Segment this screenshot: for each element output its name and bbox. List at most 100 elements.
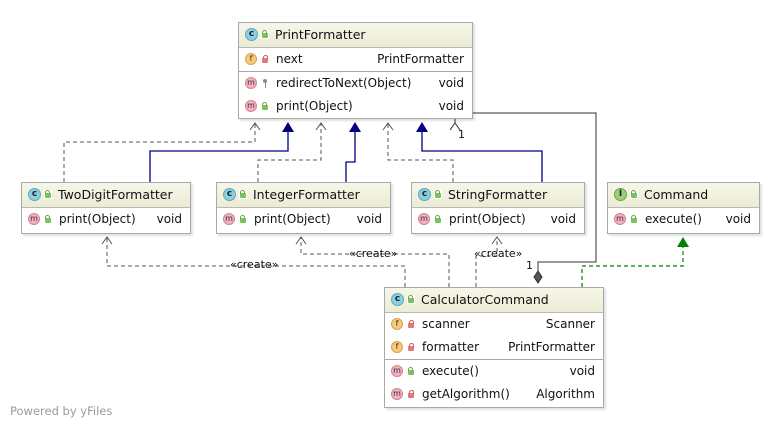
class-icon: c [391, 293, 404, 306]
arrowhead [491, 236, 503, 245]
public-icon [630, 215, 638, 224]
field-name: formatter [422, 340, 480, 354]
field-row[interactable]: f formatter PrintFormatter [385, 336, 603, 359]
method-icon: m [391, 388, 403, 400]
public-icon [407, 367, 415, 376]
watermark: Powered by yFiles [10, 404, 113, 418]
arrowhead [382, 122, 394, 131]
public-icon [44, 190, 52, 199]
arrowhead [249, 122, 261, 131]
method-name: execute() [422, 364, 479, 378]
class-calculator-command[interactable]: c CalculatorCommand f scanner Scanner f … [384, 287, 604, 408]
field-row[interactable]: f scanner Scanner [385, 313, 603, 336]
class-icon: c [223, 188, 236, 201]
method-row[interactable]: m print(Object) void [239, 95, 472, 118]
field-icon: f [391, 318, 403, 330]
interface-icon: I [614, 188, 627, 201]
class-icon: c [28, 188, 41, 201]
class-two-digit-formatter[interactable]: c TwoDigitFormatter m print(Object) void [21, 182, 191, 234]
class-header: c IntegerFormatter [217, 183, 390, 208]
method-icon: m [245, 100, 257, 112]
method-icon: m [245, 77, 257, 89]
multiplicity-source: 1 [526, 259, 533, 272]
class-title: CalculatorCommand [421, 292, 549, 307]
method-row[interactable]: m print(Object) void [217, 208, 390, 231]
public-icon [434, 190, 442, 199]
class-header: c StringFormatter [412, 183, 584, 208]
edge-integer-dep [257, 123, 322, 182]
private-icon [261, 55, 269, 64]
class-header: c PrintFormatter [239, 23, 472, 48]
method-row[interactable]: m redirectToNext(Object) void [239, 71, 472, 95]
create-label-integer: «create» [349, 247, 398, 260]
class-print-formatter[interactable]: c PrintFormatter f next PrintFormatter m… [238, 22, 473, 119]
method-row[interactable]: m getAlgorithm() Algorithm [385, 383, 603, 406]
public-icon [630, 190, 638, 199]
arrowhead-filled [416, 122, 428, 132]
class-title: IntegerFormatter [253, 187, 360, 202]
field-icon: f [245, 53, 257, 65]
private-icon [407, 320, 415, 329]
private-icon [407, 343, 415, 352]
edge-twodigit-dep [63, 123, 256, 182]
edge-string-extends [421, 130, 543, 182]
field-row[interactable]: f next PrintFormatter [239, 48, 472, 71]
private-icon [407, 390, 415, 399]
class-title: StringFormatter [448, 187, 548, 202]
field-name: next [276, 52, 303, 66]
method-type: void [356, 212, 382, 226]
extends-edges [149, 130, 543, 182]
field-type: PrintFormatter [508, 340, 595, 354]
class-header: I Command [608, 183, 759, 208]
public-icon [239, 215, 247, 224]
method-row[interactable]: m execute() void [608, 208, 759, 231]
field-type: Scanner [545, 317, 595, 331]
arrowhead [295, 236, 307, 245]
method-name: print(Object) [254, 212, 331, 226]
method-icon: m [391, 365, 403, 377]
package-icon [261, 79, 269, 88]
method-icon: m [418, 213, 430, 225]
method-icon: m [223, 213, 235, 225]
edge-create-twodigit [106, 237, 406, 287]
method-name: redirectToNext(Object) [276, 76, 412, 90]
method-type: void [438, 99, 464, 113]
method-type: void [725, 212, 751, 226]
dependency-edges [63, 123, 498, 287]
interface-command[interactable]: I Command m execute() void [607, 182, 760, 234]
class-icon: c [418, 188, 431, 201]
field-type: PrintFormatter [377, 52, 464, 66]
multiplicity-target: 1 [458, 128, 465, 141]
method-name: print(Object) [449, 212, 526, 226]
method-row[interactable]: m print(Object) void [412, 208, 584, 231]
method-type: Algorithm [536, 387, 595, 401]
class-header: c TwoDigitFormatter [22, 183, 190, 208]
edge-string-dep [387, 123, 454, 182]
arrowhead-filled [282, 122, 294, 132]
public-icon [261, 102, 269, 111]
edge-create-string [475, 237, 498, 287]
method-name: print(Object) [276, 99, 353, 113]
public-icon [44, 215, 52, 224]
edge-create-integer [300, 237, 450, 287]
method-row[interactable]: m execute() void [385, 359, 603, 383]
class-integer-formatter[interactable]: c IntegerFormatter m print(Object) void [216, 182, 391, 234]
method-row[interactable]: m print(Object) void [22, 208, 190, 231]
arrowhead [315, 122, 327, 131]
arrowhead [101, 236, 113, 245]
class-string-formatter[interactable]: c StringFormatter m print(Object) void [411, 182, 585, 234]
method-icon: m [614, 213, 626, 225]
arrowhead-green [677, 237, 689, 247]
class-icon: c [245, 28, 258, 41]
public-icon [434, 215, 442, 224]
class-header: c CalculatorCommand [385, 288, 603, 313]
class-title: Command [644, 187, 709, 202]
create-label-two-digit: «create» [230, 258, 279, 271]
implements-edge [581, 246, 684, 287]
class-title: TwoDigitFormatter [58, 187, 173, 202]
method-type: void [569, 364, 595, 378]
method-name: execute() [645, 212, 702, 226]
method-type: void [156, 212, 182, 226]
field-icon: f [391, 341, 403, 353]
field-name: scanner [422, 317, 470, 331]
